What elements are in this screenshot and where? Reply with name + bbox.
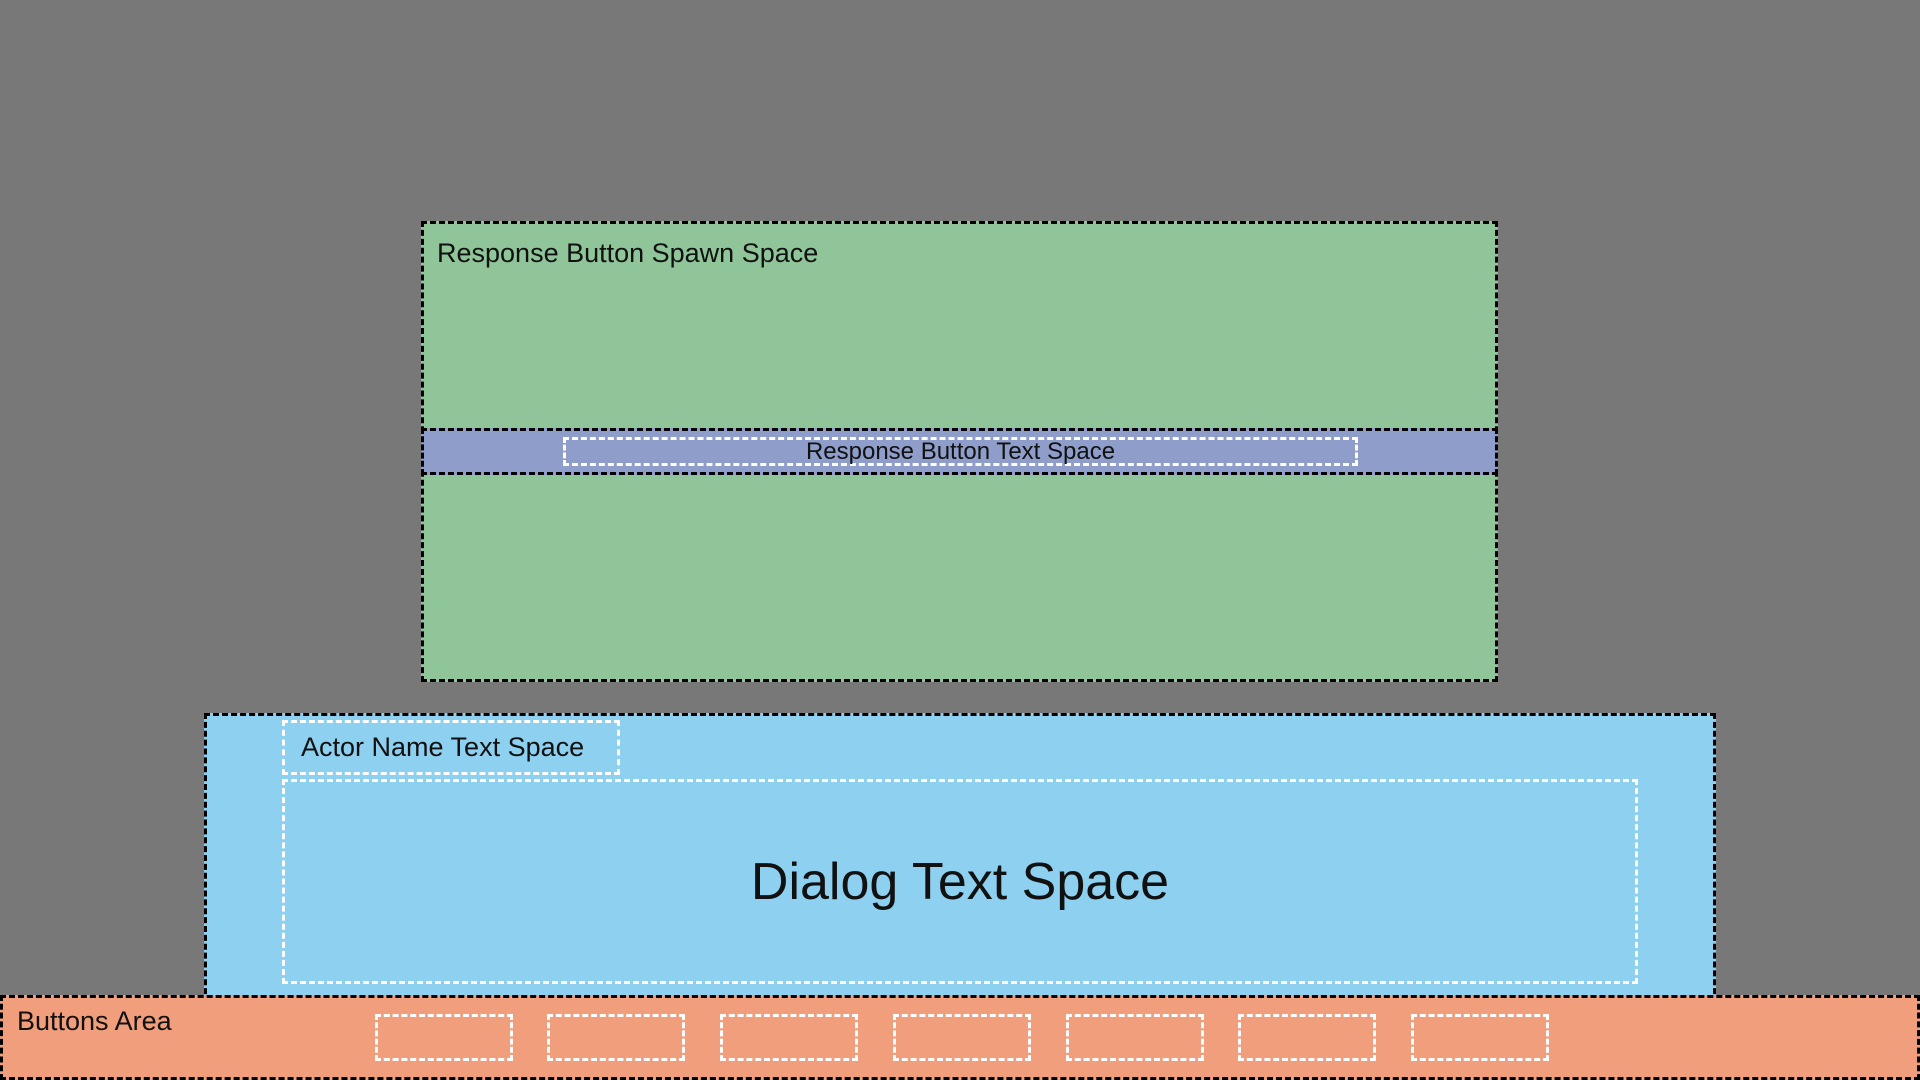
dialog-panel: [204, 713, 1716, 1003]
buttons-area-label: Buttons Area: [17, 1006, 172, 1036]
button-slot-2[interactable]: [547, 1014, 685, 1061]
button-slot-1[interactable]: [375, 1014, 513, 1061]
buttons-area: Buttons Area: [0, 995, 1920, 1080]
actor-name-text-space: Actor Name Text Space: [282, 720, 620, 775]
button-slot-6[interactable]: [1238, 1014, 1376, 1061]
dialog-text-space: Dialog Text Space: [282, 779, 1638, 984]
response-button[interactable]: [421, 428, 1498, 475]
button-slot-4[interactable]: [893, 1014, 1031, 1061]
response-spawn-label: Response Button Spawn Space: [437, 238, 819, 268]
button-slot-7[interactable]: [1411, 1014, 1549, 1061]
button-slot-3[interactable]: [720, 1014, 858, 1061]
response-button-text-space: Response Button Text Space: [563, 437, 1358, 466]
button-slot-5[interactable]: [1066, 1014, 1204, 1061]
